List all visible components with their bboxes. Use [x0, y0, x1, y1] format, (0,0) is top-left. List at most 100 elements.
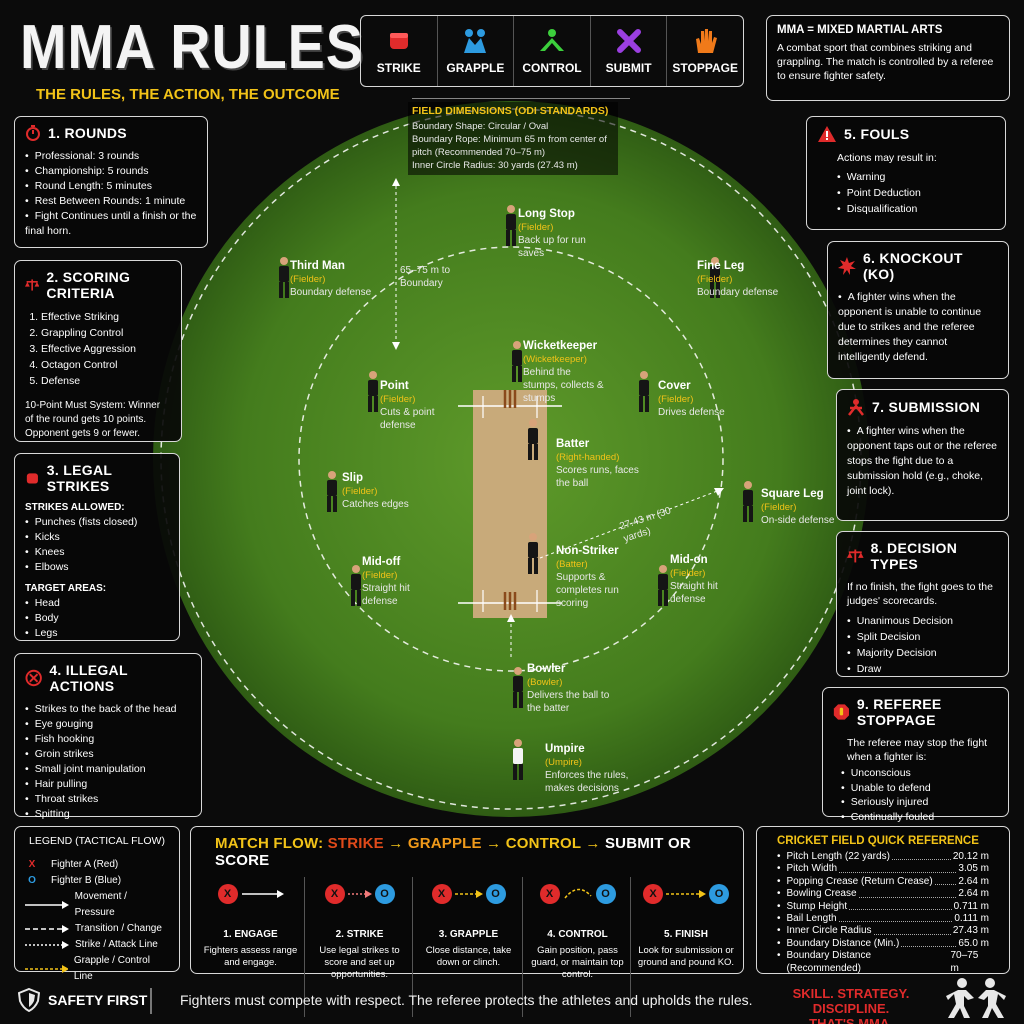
reference-leader: [901, 938, 957, 948]
flow-step-engage: X 1. ENGAGE Fighters assess range and en…: [197, 877, 305, 1017]
player-desc: Enforces the rules, makes decisions: [545, 770, 629, 794]
player-label: Wicketkeeper(Wicketkeeper)Behind the stu…: [523, 340, 607, 405]
list-item: Continually fouled: [841, 810, 998, 825]
player-label: Point(Fielder)Cuts & point defense: [380, 380, 464, 432]
flow-control: CONTROL: [505, 835, 582, 852]
category-label: STOPPAGE: [672, 61, 738, 75]
boundary-note: 65–75 m to Boundary: [400, 265, 451, 289]
list-item: Eye gouging: [25, 717, 191, 732]
reference-row: Pitch Length (22 yards)20.12 m: [777, 851, 989, 863]
reference-value: 65.0 m: [958, 937, 989, 949]
player-role: (Fielder): [362, 570, 398, 581]
reference-value: 0.711 m: [953, 900, 989, 912]
solid-arrow-icon: [241, 890, 284, 898]
scoring-panel: 2. SCORING CRITERIA Effective Striking G…: [14, 260, 182, 442]
player-role: (Umpire): [545, 757, 582, 768]
player-name: Slip: [342, 472, 364, 484]
fighter-b-marker: O: [595, 884, 616, 904]
player-name: Mid-off: [362, 556, 401, 568]
list-item: Kicks: [25, 530, 169, 545]
reference-title: CRICKET FIELD QUICK REFERENCE: [777, 835, 979, 847]
control-icon: [539, 29, 564, 51]
referee-stoppage-panel: 9. REFEREE STOPPAGE The referee may stop…: [822, 687, 1009, 823]
player-label: Long Stop(Fielder)Back up for run saves: [518, 208, 602, 260]
player-figure-icon: [512, 341, 522, 382]
category-control: CONTROL: [514, 16, 591, 86]
player-role: (Fielder): [761, 502, 797, 513]
flow-prefix: MATCH FLOW:: [215, 835, 324, 852]
category-stoppage: STOPPAGE: [667, 16, 743, 86]
reference-label: Inner Circle Radius: [786, 925, 872, 937]
player-name: Third Man: [290, 260, 345, 272]
yellow-dotted-arrow-icon: [454, 890, 483, 898]
knockout-panel: 6. KNOCKOUT (KO) A fighter wins when the…: [827, 241, 1009, 379]
player-figure-icon: [506, 205, 516, 246]
panel-title: 4. ILLEGAL ACTIONS: [49, 662, 128, 694]
submission-icon: [848, 399, 864, 416]
legend-line: Grapple / Control Line: [73, 955, 150, 982]
player-name: Mid-on: [670, 554, 708, 566]
list-item: Point Deduction: [837, 185, 995, 201]
solid-arrow-icon: [25, 901, 69, 909]
player-figure-icon: [743, 481, 753, 522]
impact-icon: [838, 257, 856, 275]
scoring-note: 10-Point Must System: Winner of the roun…: [25, 400, 161, 439]
reference-leader: [858, 888, 957, 898]
fighter-a-mark: X: [28, 859, 36, 870]
flow-arrow: →: [585, 835, 601, 852]
reference-label: Pitch Length (22 yards): [786, 851, 890, 862]
list-item: Professional: 3 rounds: [25, 149, 197, 164]
reference-leader: [838, 913, 953, 923]
list-item: Fish hooking: [25, 732, 191, 747]
player-desc: Cuts & point defense: [380, 407, 435, 431]
player-role: (Bowler): [527, 677, 563, 688]
player-figure-icon: [639, 371, 649, 412]
list-item: Small joint manipulation: [25, 762, 191, 777]
list-item: Championship: 5 rounds: [25, 164, 197, 179]
fighter-b-marker: O: [374, 884, 395, 904]
category-label: STRIKE: [376, 61, 421, 75]
panel-title: 5. FOULS: [844, 126, 910, 142]
flow-step-title: 1. ENGAGE: [223, 929, 278, 940]
list-item: Majority Decision: [847, 645, 998, 661]
flow-step-desc: Close distance, take down or clinch.: [425, 945, 512, 968]
player-figure-icon: [528, 533, 538, 574]
panel-title: 1. ROUNDS: [48, 125, 127, 141]
fouls-intro: Actions may result in:: [837, 152, 937, 164]
list-item: Effective Aggression: [41, 341, 171, 357]
list-item: Head: [25, 596, 169, 611]
shield-icon: [18, 988, 40, 1012]
legal-strikes-panel: 3. LEGAL STRIKES STRIKES ALLOWED: Punche…: [14, 453, 180, 641]
list-item: Unconscious: [841, 766, 998, 781]
definition-panel: MMA = MIXED MARTIAL ARTS A combat sport …: [766, 15, 1010, 101]
player-name: Fine Leg: [697, 260, 745, 272]
fist-icon: [26, 473, 38, 484]
list-item: Throat strikes: [25, 792, 191, 807]
targets-label: TARGET AREAS:: [25, 583, 107, 594]
reference-row: Boundary Distance (Recommended)70–75 m: [777, 950, 989, 975]
reference-label: Boundary Distance (Min.): [786, 937, 900, 949]
flow-step-title: 3. GRAPPLE: [438, 929, 499, 940]
player-name: Wicketkeeper: [523, 340, 598, 352]
player-role: (Fielder): [658, 394, 694, 405]
player-desc: On-side defense: [761, 515, 835, 526]
fouls-panel: 5. FOULS Actions may result in: Warning …: [806, 116, 1006, 230]
category-grapple: GRAPPLE: [438, 16, 515, 86]
list-item: Knees: [25, 545, 169, 560]
fighter-a-marker: X: [217, 884, 238, 904]
player-desc: Catches edges: [342, 499, 409, 510]
legend-line: Movement / Pressure: [74, 891, 127, 918]
player-desc: Delivers the ball to the batter: [527, 690, 610, 714]
stoppage-intro: The referee may stop the fight when a fi…: [847, 737, 988, 763]
player-name: Long Stop: [518, 208, 575, 220]
fighter-b-marker: O: [709, 884, 729, 904]
fist-icon: [389, 33, 408, 49]
page-subtitle: THE RULES, THE ACTION, THE OUTCOME: [36, 86, 340, 103]
reference-value: 70–75 m: [950, 950, 979, 974]
submit-icon: [616, 29, 641, 53]
rounds-panel: 1. ROUNDS Professional: 3 rounds Champio…: [14, 116, 208, 248]
panel-title: 3. LEGAL STRIKES: [46, 462, 112, 494]
player-role: (Fielder): [697, 274, 733, 285]
